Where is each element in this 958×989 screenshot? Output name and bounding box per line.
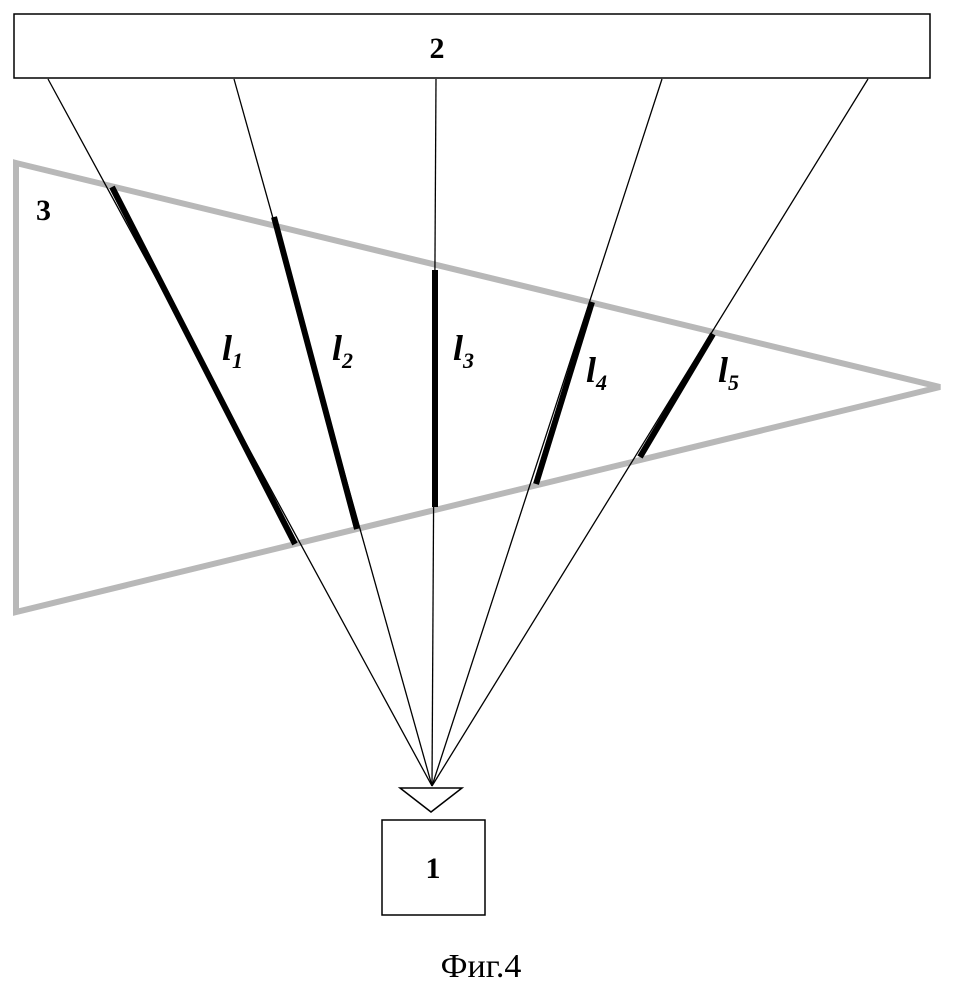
- segment-label-l3: l3: [453, 328, 474, 373]
- segment-label-l1: l1: [222, 328, 243, 373]
- segment-l1: [112, 187, 295, 544]
- segment-label-l5: l5: [718, 350, 739, 395]
- figure-caption: Фиг.4: [441, 948, 522, 985]
- segment-label-l2: l2: [332, 328, 353, 373]
- segment-l2: [274, 217, 357, 529]
- segment-label-l4: l4: [586, 350, 607, 395]
- source-label: 1: [426, 852, 441, 885]
- receiver-block: [14, 14, 930, 78]
- emitter-triangle: [400, 788, 462, 812]
- segment-l4: [536, 302, 592, 484]
- ray-5: [432, 79, 868, 786]
- object-triangle: [16, 163, 940, 612]
- ray-4: [432, 79, 662, 786]
- receiver-label: 2: [430, 32, 445, 65]
- segment-l5: [640, 334, 713, 457]
- object-label: 3: [36, 194, 51, 227]
- path-segments: [112, 187, 713, 544]
